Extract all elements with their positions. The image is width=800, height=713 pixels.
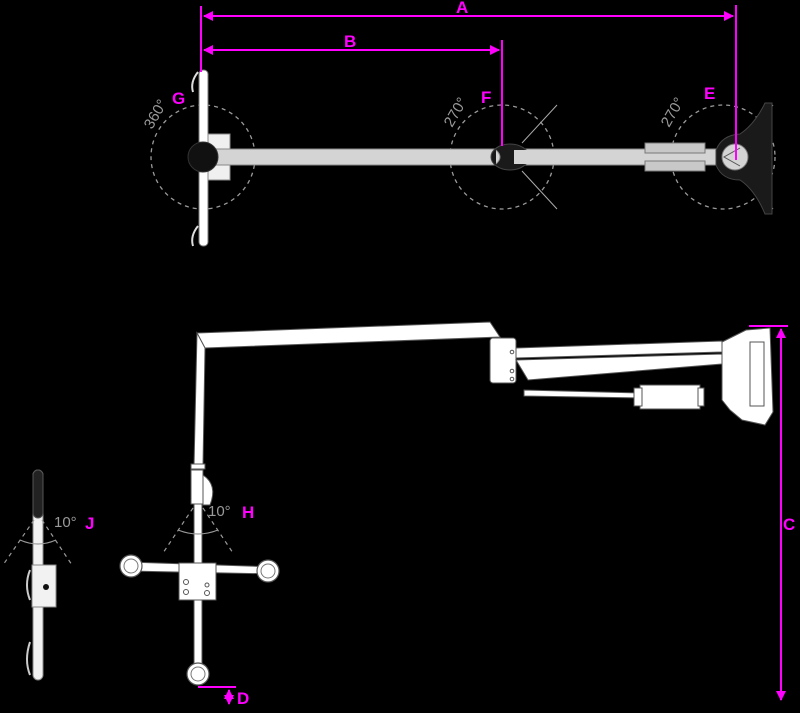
- suction-wheel-left: [119, 554, 143, 578]
- svg-text:A: A: [456, 0, 468, 17]
- angle-label-e: 270°: [658, 95, 688, 130]
- joint-label-e: E: [704, 84, 715, 103]
- side-view: 10° H: [119, 321, 774, 686]
- tilt-angle-h: 10°: [208, 503, 231, 520]
- end-view: 10° J: [2, 469, 94, 681]
- pneumatic-cylinder: [639, 384, 701, 410]
- joint-label-g: G: [172, 89, 185, 108]
- angle-label-f: 270°: [441, 95, 471, 130]
- joint-g: [187, 141, 219, 173]
- arm-collar: [644, 142, 706, 154]
- piston-rod: [523, 389, 641, 399]
- end-view-grip: [32, 469, 44, 519]
- suction-wheel-right: [256, 559, 280, 583]
- top-view: 360° 270° 270° G F E: [141, 69, 776, 247]
- svg-text:C: C: [783, 515, 795, 534]
- wall-bracket: [721, 327, 774, 426]
- joint-label-f: F: [481, 88, 491, 107]
- dimension-d: D: [198, 686, 249, 708]
- dimension-c: C: [749, 325, 795, 701]
- suction-wheel-bottom: [186, 662, 210, 686]
- dimension-b: B: [203, 32, 503, 146]
- tilt-label-h: H: [242, 503, 254, 522]
- svg-text:D: D: [237, 689, 249, 708]
- tilt-label-j: J: [85, 514, 94, 533]
- elbow-knuckle: [489, 337, 517, 384]
- swivel-joint-h: [190, 469, 204, 505]
- svg-text:B: B: [344, 32, 356, 51]
- tilt-angle-j: 10°: [54, 514, 77, 531]
- angle-label-g: 360°: [141, 97, 171, 132]
- dimension-a: A: [200, 0, 737, 160]
- vertical-drop-tube: [193, 331, 206, 467]
- upper-beam: [196, 321, 501, 349]
